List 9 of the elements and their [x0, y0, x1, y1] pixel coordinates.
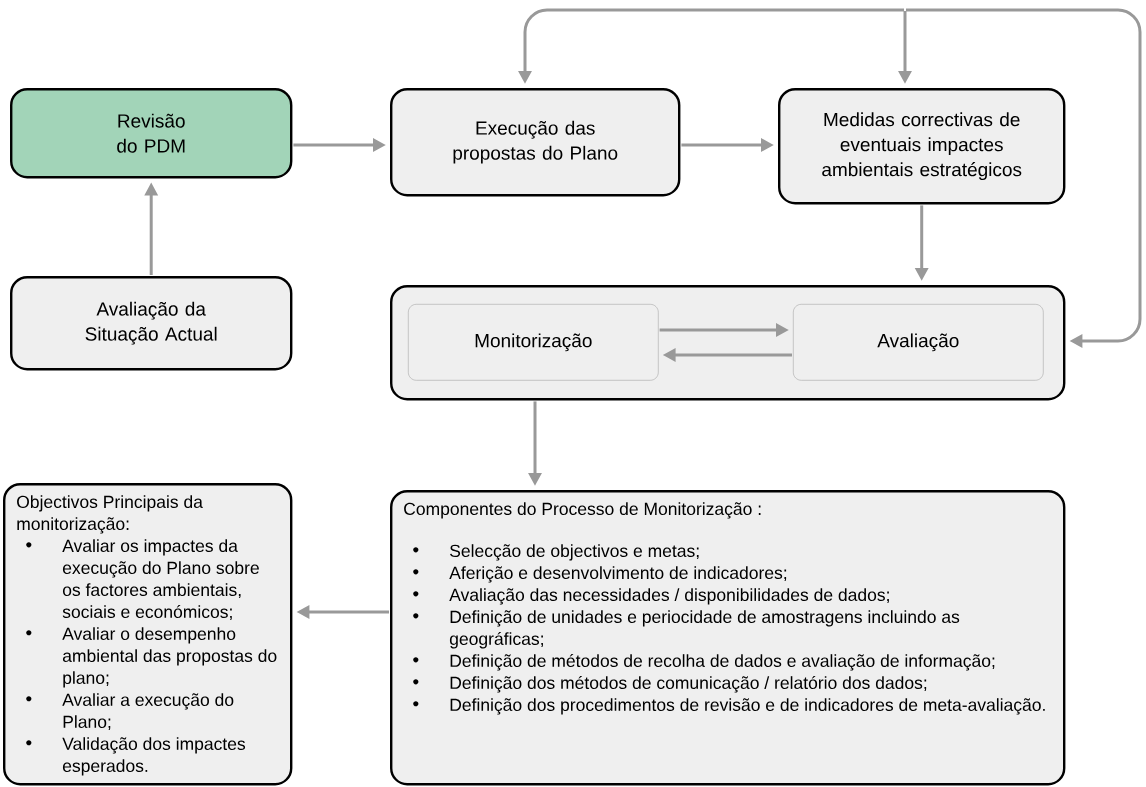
- list-box: Componentes do Processo de Monitorização : Selecção de objectivos e metas; Aferição e desenvolvimento de indicadores; Avaliação das necessidades / disponibilidades de dados; Definição de unidades e periocidade de amostragens incluindo as geográficas; Definição de métodos de recolha de dados e avaliação de informação; Definição dos métodos de comunicação / relatório dos dados; Definição dos procedimentos de revisão e de indicadores de meta-avaliação.: [390, 490, 1066, 786]
- process-box: Revisão do PDM: [10, 88, 293, 179]
- step-box: Avaliação: [793, 304, 1044, 381]
- process-box: Avaliação da Situação Actual: [10, 276, 293, 371]
- process-box: Medidas correctivas de eventuais impactes ambientais estratégicos: [778, 88, 1066, 205]
- list-box: Objectivos Principais da monitorização: Avaliar os impactes da execução do Plano sobre os factores ambientais, sociais e económicos; Avaliar o desempenho ambiental das propostas do plano; Avaliar a execução do Plano; Validação dos impactes esperados.: [3, 483, 293, 786]
- process-box: Execução das propostas do Plano: [390, 88, 681, 197]
- arrow: [906, 8, 1142, 348]
- step-box: Monitorização: [408, 304, 659, 381]
